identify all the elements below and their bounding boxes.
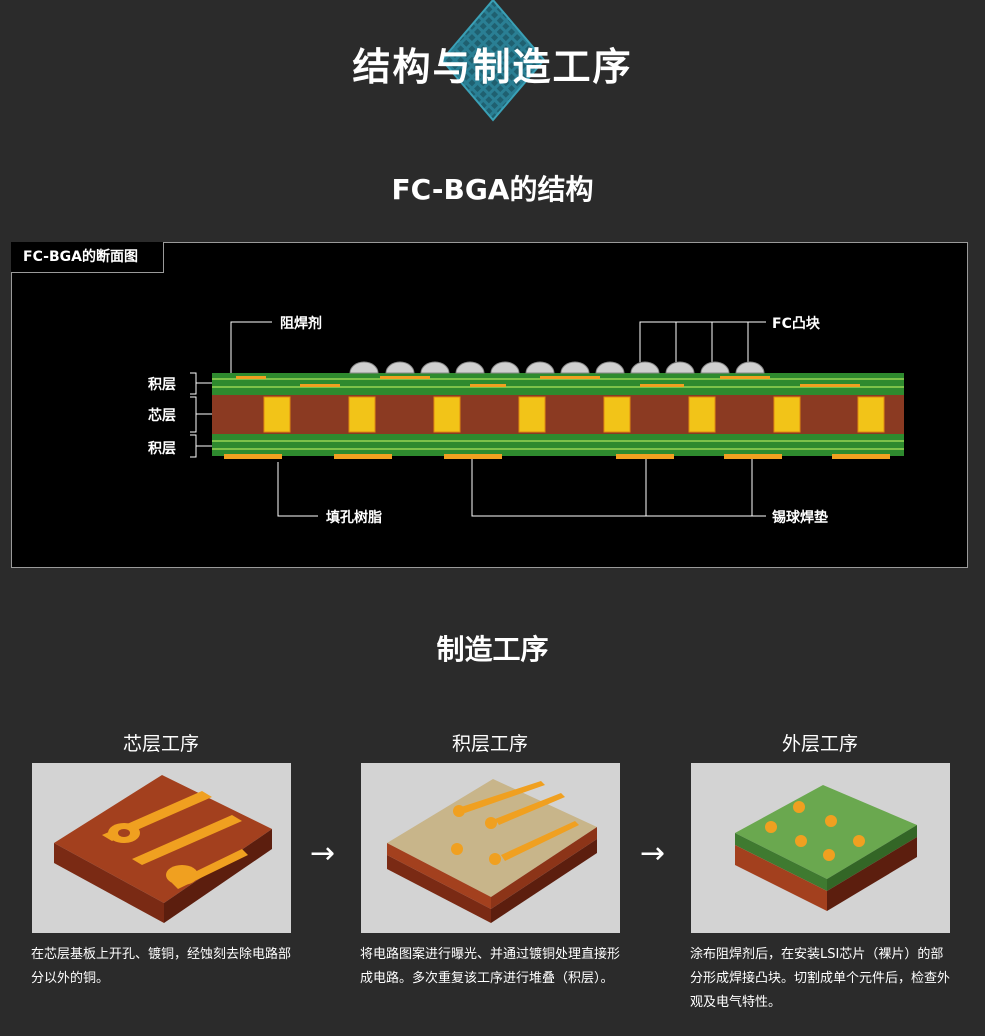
label-solder-resist: 阻焊剂 [280, 316, 322, 332]
label-buildup-bottom: 积层 [148, 441, 176, 457]
step-2-image [361, 763, 620, 933]
title-diamond-decoration [440, 0, 546, 122]
label-fc-bump: FC凸块 [772, 316, 820, 332]
step-2-desc: 将电路图案进行曝光、并通过镀铜处理直接形成电路。多次重复该工序进行堆叠（积层）。 [360, 947, 621, 986]
label-buildup-top: 积层 [148, 377, 176, 393]
cross-section-diagram [190, 321, 904, 517]
process-title: 制造工序 [436, 633, 549, 666]
arrow-right-icon: → [310, 836, 336, 871]
step-3-desc: 涂布阻焊剂后，在安装LSI芯片（裸片）的部分形成焊接凸块。切割成单个元件后，检查… [690, 947, 951, 1010]
step-2-title: 积层工序 [451, 733, 528, 755]
step-3-title: 外层工序 [781, 733, 858, 755]
label-core: 芯层 [148, 408, 176, 424]
step-1-image [32, 763, 291, 933]
step-1-desc: 在芯层基板上开孔、镀铜，经蚀刻去除电路部分以外的铜。 [31, 947, 292, 986]
label-filling-resin: 填孔树脂 [326, 510, 382, 526]
label-solder-ball-pad: 锡球焊垫 [772, 510, 828, 526]
step-3-image [691, 763, 950, 933]
arrow-right-icon: → [640, 836, 666, 871]
page-title: 结构与制造工序 [352, 45, 633, 89]
cross-section-tab: FC-BGA的断面图 [11, 242, 164, 273]
step-1-title: 芯层工序 [122, 733, 199, 755]
structure-title: FC-BGA的结构 [391, 173, 594, 206]
